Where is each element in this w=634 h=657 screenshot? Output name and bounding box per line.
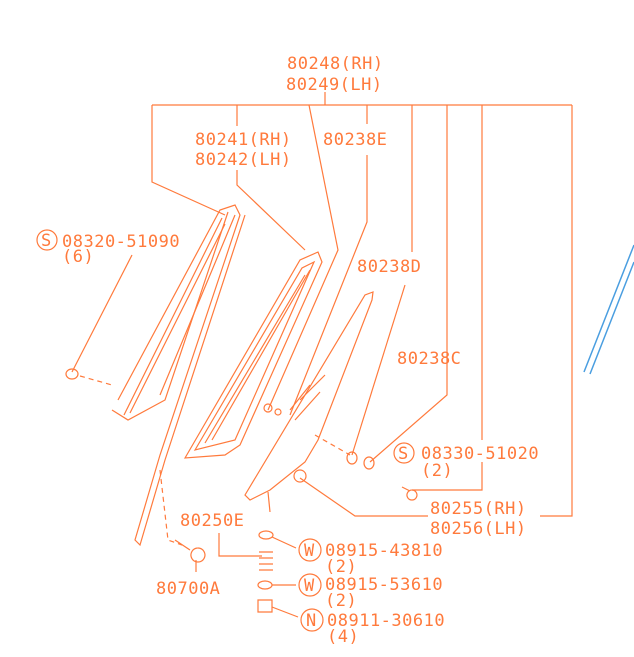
svg-text:08915-43810: 08915-43810 (325, 541, 443, 561)
callout-80242: 80242(LH) (195, 150, 292, 170)
vent-glass-part (244, 291, 418, 513)
callout-80241: 80241(RH) (195, 130, 292, 150)
callout-80238e: 80238E (323, 130, 387, 150)
svg-text:(6): (6) (62, 247, 94, 267)
door-frame-part (65, 204, 246, 563)
svg-text:(4): (4) (327, 627, 359, 647)
hardware-stack (257, 530, 274, 613)
callout-80700a: 80700A (156, 579, 220, 599)
washer-w-symbol: W (304, 576, 315, 596)
callout-80248: 80248(RH) (287, 54, 384, 74)
callout-08330-51020: S 08330-51020 (2) (393, 442, 539, 481)
callout-80250e: 80250E (180, 511, 244, 531)
leader-lines (71, 92, 573, 618)
screw-s-symbol: S (41, 231, 52, 251)
svg-text:(2): (2) (325, 591, 357, 611)
callout-80238c: 80238C (397, 349, 461, 369)
screw-s-symbol: S (398, 444, 409, 464)
callout-08320-51090: S 08320-51090 (6) (36, 229, 180, 267)
glass-seal-part (183, 251, 323, 459)
callout-08911-30610: N 08911-30610 (4) (300, 608, 445, 647)
callout-80249: 80249(LH) (286, 75, 383, 95)
callout-80256: 80256(LH) (430, 519, 527, 539)
svg-text:(2): (2) (421, 461, 453, 481)
svg-text:(2): (2) (325, 557, 357, 577)
svg-text:08915-53610: 08915-53610 (325, 575, 443, 595)
svg-text:08320-51090: 08320-51090 (62, 232, 180, 252)
callout-08915-53610: W 08915-53610 (2) (298, 573, 443, 611)
callout-08915-43810: W 08915-43810 (2) (298, 538, 443, 577)
svg-text:08911-30610: 08911-30610 (327, 611, 445, 631)
callout-80255: 80255(RH) (430, 499, 527, 519)
svg-text:08330-51020: 08330-51020 (421, 444, 539, 464)
adjacent-part-blue (583, 244, 634, 375)
washer-w-symbol: W (304, 541, 315, 561)
callout-80238d: 80238D (357, 257, 421, 277)
nut-n-symbol: N (306, 611, 317, 631)
